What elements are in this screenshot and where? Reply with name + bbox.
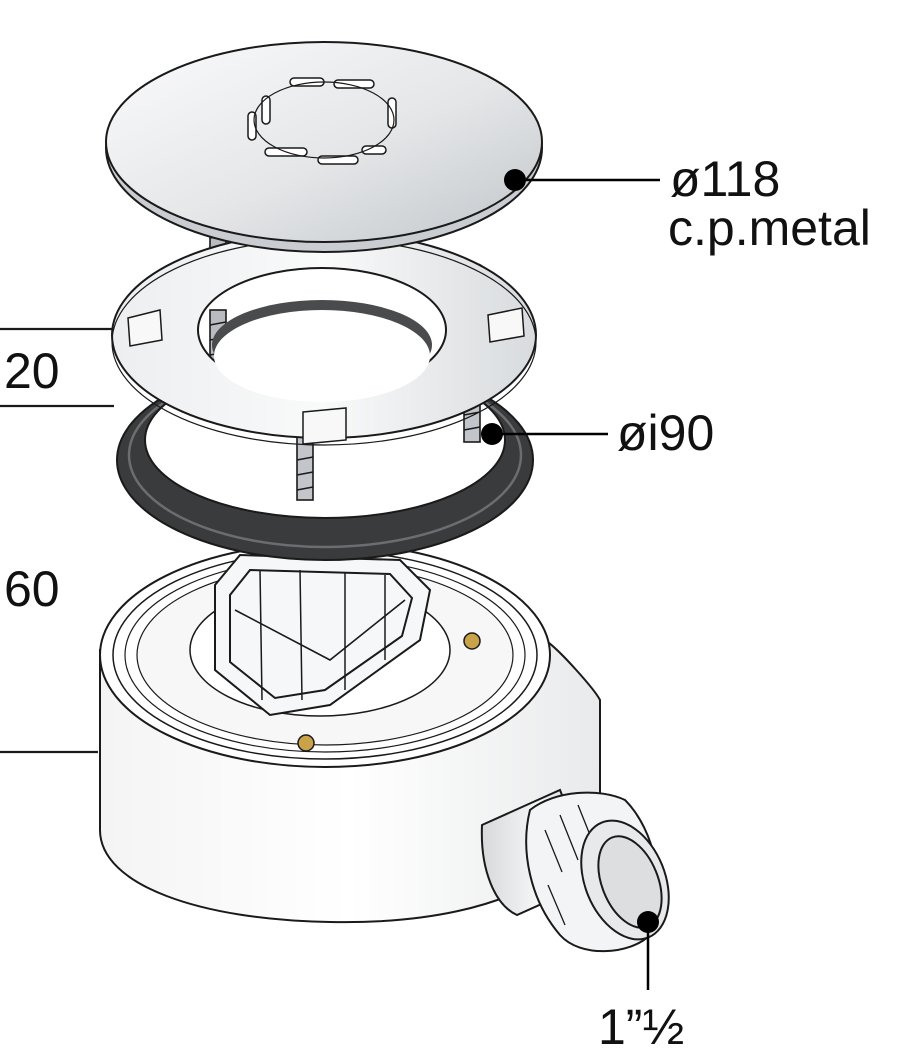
- flange-clip-front: [302, 407, 347, 445]
- drain-body: [99, 542, 601, 924]
- cover-plate-top: [105, 41, 543, 243]
- height-top-label: 20: [4, 343, 60, 399]
- brass-insert-right: [463, 632, 481, 650]
- flange-clip-right: [487, 307, 525, 343]
- outlet-size-label: 1”½: [598, 999, 684, 1055]
- callouts: [481, 169, 660, 990]
- height-body-label: 60: [4, 561, 60, 617]
- basket-inner-frame: [229, 568, 414, 700]
- nut-rib-1: [544, 829, 563, 873]
- basket-rib-2: [299, 569, 303, 701]
- flange-ring: [110, 231, 538, 446]
- height-dimension: [0, 327, 114, 754]
- brass-insert-front: [297, 734, 315, 752]
- cover-center-ring: [253, 81, 395, 159]
- cover-plate: [105, 41, 543, 253]
- outlet-pipe: [480, 788, 670, 953]
- cover-material-label: c.p.metal: [668, 200, 871, 256]
- nut-rib-2: [559, 814, 579, 861]
- cover-diameter-label: ø118: [670, 151, 780, 207]
- flange-ring-hole: [214, 310, 430, 402]
- flange-clip-left: [127, 309, 163, 347]
- callout-dot-inner: [481, 423, 503, 445]
- basket-divider: [234, 599, 406, 661]
- inner-diameter-label: øi90: [617, 405, 714, 461]
- callout-dot-outlet: [637, 911, 659, 933]
- nut-rib-4: [547, 884, 566, 926]
- basket-rib-1: [259, 569, 263, 701]
- callout-dot-cover: [504, 169, 526, 191]
